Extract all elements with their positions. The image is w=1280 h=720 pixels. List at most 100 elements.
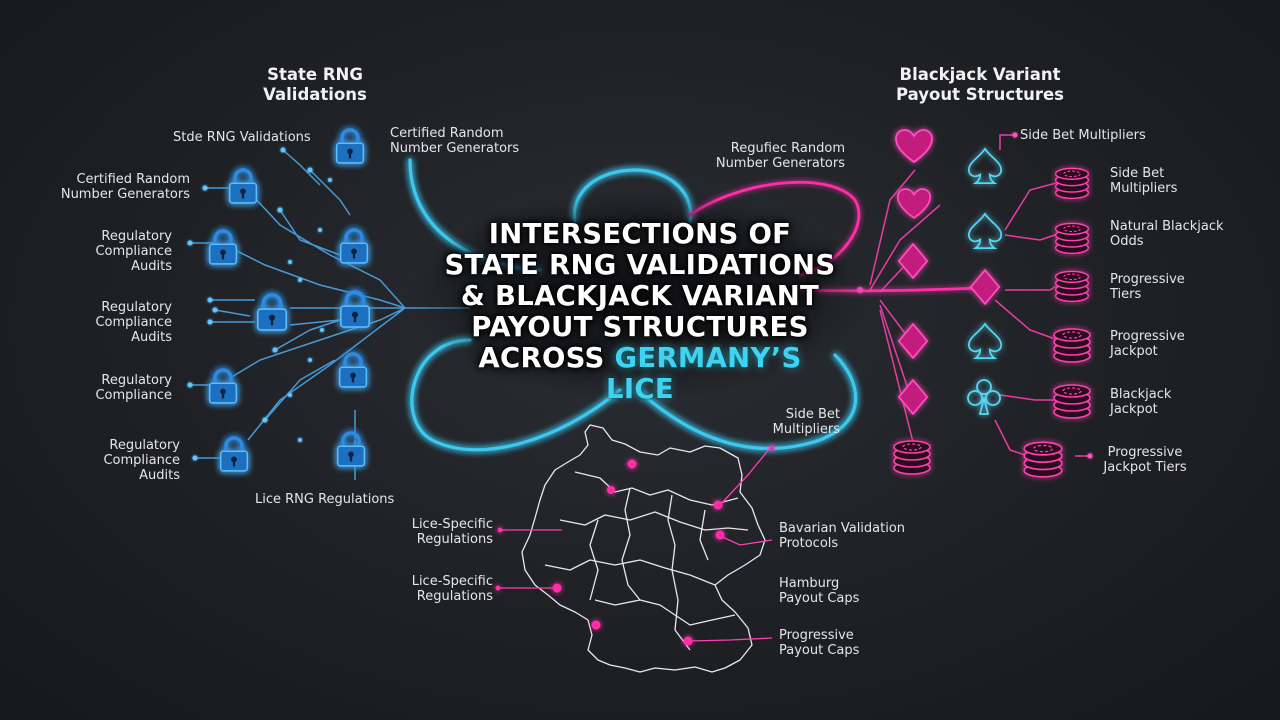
padlock-icon — [258, 295, 286, 330]
label-line: Regulatory — [101, 300, 172, 315]
poker-chip-stack-icon — [1053, 328, 1091, 363]
right-label: Progressive Jackpot Tiers — [1090, 445, 1200, 475]
label-line: Audits — [131, 259, 172, 274]
label-line: Compliance — [95, 388, 172, 403]
label-line: Natural Blackjack — [1110, 219, 1224, 234]
label-line: Protocols — [779, 536, 839, 551]
title-line: ACROSS GERMANY’S LICE — [440, 343, 840, 405]
label-line: Progressive — [1110, 329, 1185, 344]
suit-icons — [893, 129, 1091, 478]
map-label: Lice-Specific Regulations — [380, 574, 493, 604]
label-line: Bavarian Validation — [779, 521, 906, 536]
label-line: Jackpot — [1110, 402, 1158, 417]
left-label: Regulatory Compliance Audits — [60, 229, 172, 274]
label-line: Lice RNG Regulations — [255, 492, 395, 507]
label-line: Odds — [1110, 234, 1144, 249]
title-line: & BLACKJACK VARIANT — [460, 280, 820, 312]
left-label: Certified Random Number Generators — [40, 172, 190, 202]
title-line: INTERSECTIONS OF — [488, 218, 792, 250]
poker-chip-stack-icon — [1023, 441, 1063, 478]
spade-icon — [967, 322, 1003, 360]
label-line: Tiers — [1110, 287, 1142, 302]
label-line: Regufiec Random — [730, 141, 845, 156]
label-line: Blackjack — [1110, 387, 1172, 402]
map-hotspot — [591, 620, 601, 630]
label-line: Regulations — [416, 532, 493, 547]
right-label: Progressive Jackpot — [1110, 329, 1185, 359]
left-label: Regulatory Compliance Audits — [60, 438, 180, 483]
label-line: Lice-Specific — [411, 517, 493, 532]
map-hotspots — [495, 445, 775, 646]
label-line: Multipliers — [1110, 181, 1178, 196]
diamond-icon — [897, 379, 929, 415]
label-line: Audits — [131, 330, 172, 345]
label-line: Jackpot — [1110, 344, 1158, 359]
label-line: Number Generators — [390, 141, 520, 156]
left-label: Lice RNG Regulations — [255, 492, 394, 507]
title-highlight: GERMANY’S LICE — [606, 342, 802, 405]
left-label: Regulatory Compliance — [60, 373, 172, 403]
label-line: Compliance — [103, 453, 180, 468]
poker-chip-stack-icon — [1053, 384, 1091, 419]
title-line: STATE RNG VALIDATIONS — [444, 249, 836, 281]
padlock-icon — [341, 230, 368, 263]
title-line: PAYOUT STRUCTURES — [471, 311, 809, 343]
label-line: Stde RNG Validations — [173, 130, 311, 145]
label-line: Side Bet Multipliers — [1020, 128, 1146, 143]
left-circuit-nodes — [187, 147, 332, 461]
label-line: Lice-Specific — [411, 574, 493, 589]
label-line: Progressive — [779, 628, 854, 643]
right-label: Blackjack Jackpot — [1110, 387, 1171, 417]
left-label: Regulatory Compliance Audits — [60, 300, 172, 345]
label-line: Payout Caps — [779, 591, 860, 606]
map-hotspot — [552, 583, 562, 593]
padlock-icon — [334, 128, 366, 165]
padlock-icon — [210, 231, 237, 264]
label-line: Number Generators — [60, 187, 190, 202]
map-hotspot — [497, 527, 503, 533]
map-hotspot — [627, 459, 637, 469]
label-line: Regulatory — [101, 229, 172, 244]
label-line: Regulatory — [109, 438, 180, 453]
poker-chip-stack-icon — [1054, 270, 1090, 303]
label-line: Progressive — [1110, 272, 1185, 287]
label-line: Side Bet — [1110, 166, 1165, 181]
right-section-header: Blackjack Variant Payout Structures — [880, 65, 1080, 105]
heart-icon — [896, 188, 932, 219]
diamond-icon — [969, 269, 1001, 305]
heart-icon — [895, 129, 933, 163]
right-label: Side Bet Multipliers — [1110, 166, 1177, 196]
padlock-icon — [221, 438, 248, 471]
map-label: Side Bet Multipliers — [740, 407, 840, 437]
map-hotspot — [607, 486, 615, 494]
label-line: Multipliers — [772, 422, 840, 437]
left-section-header: State RNG Validations — [225, 65, 405, 105]
padlock-icon — [341, 292, 369, 327]
left-header-line: State RNG — [267, 65, 363, 84]
right-header-line: Payout Structures — [896, 85, 1064, 104]
label-line: Jackpot Tiers — [1103, 460, 1187, 475]
left-header-line: Validations — [263, 85, 367, 104]
padlock-icon — [338, 433, 365, 466]
label-line: Side Bet — [785, 407, 840, 422]
spade-icon — [967, 147, 1003, 185]
map-label: Bavarian Validation Protocols — [779, 521, 905, 551]
right-label: Progressive Tiers — [1110, 272, 1185, 302]
map-label: Hamburg Payout Caps — [779, 576, 859, 606]
label-line: Number Generators — [715, 156, 845, 171]
diamond-icon — [897, 243, 929, 279]
right-header-line: Blackjack Variant — [899, 65, 1061, 84]
poker-chip-stack-icon — [893, 440, 931, 475]
padlock-icon — [227, 168, 259, 205]
label-line: Regulatory — [101, 373, 172, 388]
poker-chip-stack-icon — [1054, 222, 1090, 255]
map-hotspot — [715, 530, 725, 540]
title-backdrop — [410, 190, 870, 400]
label-line: Certified Random — [390, 126, 504, 141]
label-line: Compliance — [95, 244, 172, 259]
spade-icon — [967, 212, 1003, 250]
right-label: Natural Blackjack Odds — [1110, 219, 1224, 249]
map-hotspot — [769, 445, 775, 451]
label-line: Audits — [139, 468, 180, 483]
